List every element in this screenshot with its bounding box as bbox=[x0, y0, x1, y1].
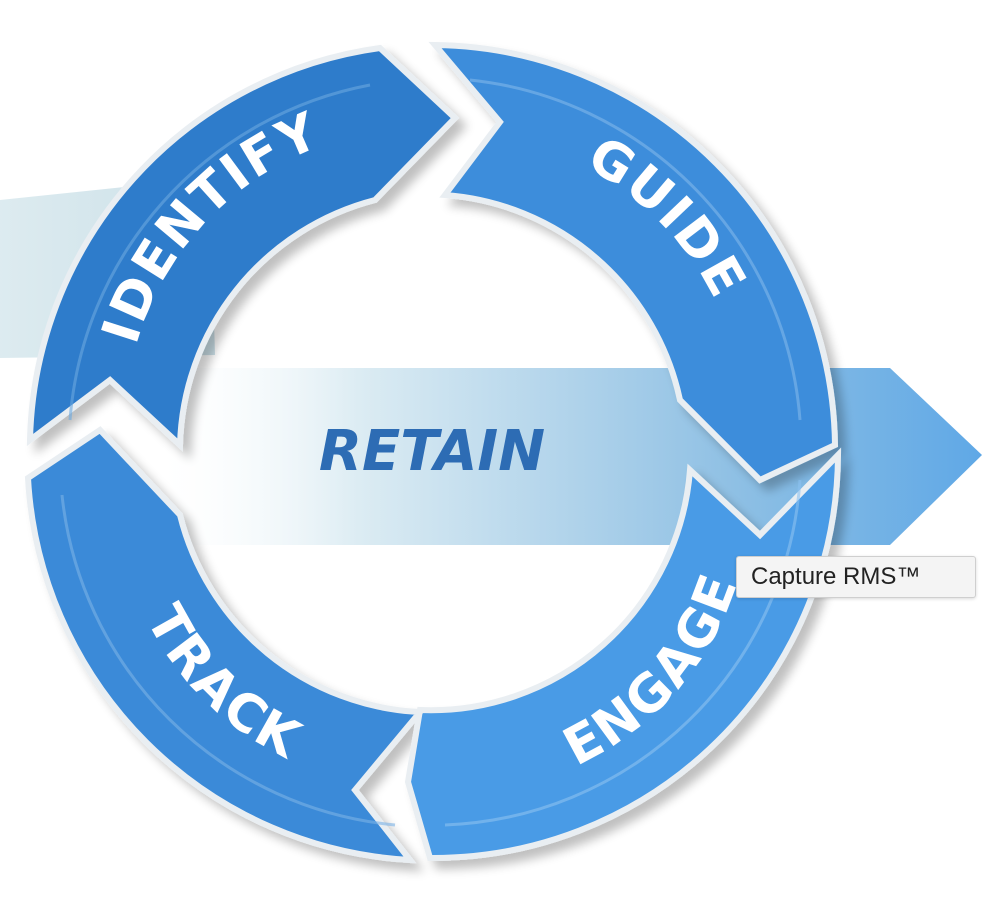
capture-rms-tooltip: Capture RMS™ bbox=[736, 556, 976, 598]
guide-segment[interactable] bbox=[428, 41, 839, 484]
track-highlight bbox=[60, 494, 396, 827]
guide-highlight bbox=[469, 78, 802, 421]
identify-segment[interactable] bbox=[26, 44, 460, 452]
retain-label: RETAIN bbox=[319, 419, 545, 484]
engage-segment[interactable] bbox=[404, 447, 842, 862]
identify-highlight bbox=[68, 83, 371, 421]
retain-arrow-band bbox=[150, 368, 982, 545]
track-segment[interactable] bbox=[24, 426, 427, 864]
